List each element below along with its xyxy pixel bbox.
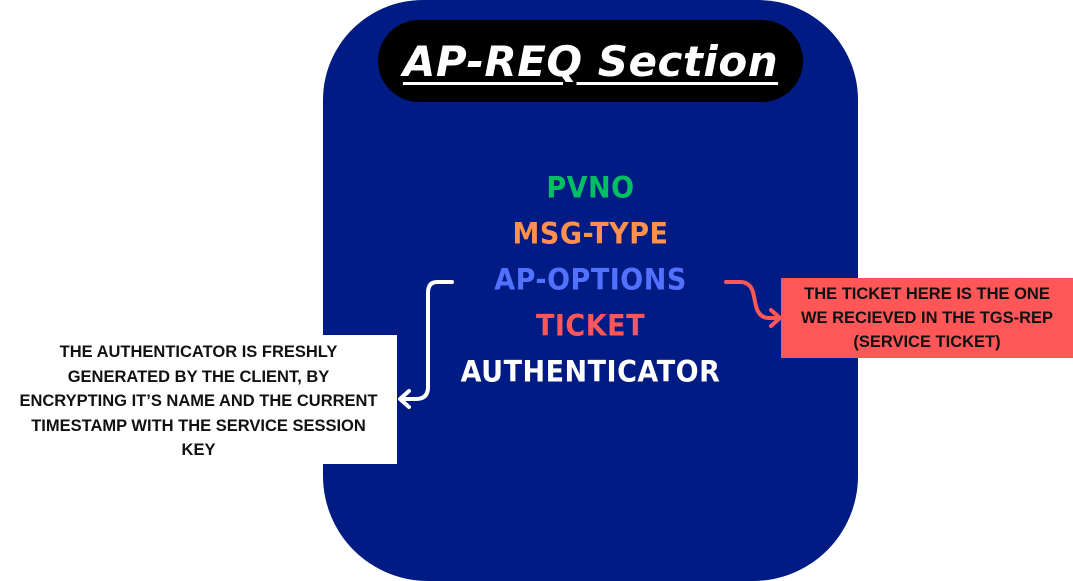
ticket-arrow-icon: [724, 280, 782, 328]
field-list: PVNO MSG-TYPE AP-OPTIONS TICKET AUTHENTI…: [323, 166, 858, 396]
title-pill: AP-REQ Section: [378, 20, 803, 102]
field-ap-options: AP-OPTIONS: [494, 263, 687, 298]
note-line: GENERATED BY THE CLIENT, BY: [67, 367, 330, 386]
ticket-note: THE TICKET HERE IS THE ONE WE RECIEVED I…: [781, 278, 1073, 358]
note-line: WE RECIEVED IN THE TGS-REP: [800, 309, 1054, 327]
ticket-note-text: THE TICKET HERE IS THE ONE WE RECIEVED I…: [801, 282, 1053, 354]
note-line: TIMESTAMP WITH THE SERVICE SESSION: [31, 416, 366, 435]
field-msg-type: MSG-TYPE: [512, 217, 669, 252]
note-line: (SERVICE TICKET): [853, 333, 1001, 351]
field-pvno: PVNO: [546, 171, 635, 206]
field-ticket: TICKET: [535, 309, 646, 344]
field-authenticator: AUTHENTICATOR: [460, 355, 721, 390]
authenticator-note: THE AUTHENTICATOR IS FRESHLY GENERATED B…: [0, 335, 397, 464]
section-title: AP-REQ Section: [402, 36, 779, 86]
note-line: THE AUTHENTICATOR IS FRESHLY: [59, 343, 338, 362]
authenticator-arrow-icon: [398, 280, 454, 409]
note-line: THE TICKET HERE IS THE ONE: [804, 285, 1050, 303]
authenticator-note-text: THE AUTHENTICATOR IS FRESHLY GENERATED B…: [19, 336, 377, 463]
note-line: ENCRYPTING IT’S NAME AND THE CURRENT: [19, 392, 378, 411]
note-line: KEY: [181, 441, 216, 460]
